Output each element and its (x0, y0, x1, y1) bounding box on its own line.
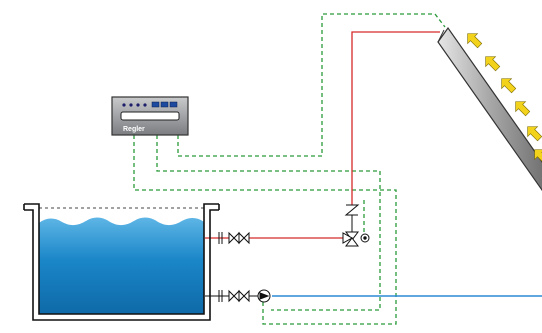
indicator-led (136, 103, 140, 107)
sun-rays (467, 33, 542, 165)
shutoff-valve (238, 289, 250, 303)
controller-indicators (122, 103, 147, 107)
shutoff-valve (238, 231, 250, 245)
indicator-led (129, 103, 133, 107)
valve-actuator (344, 204, 360, 216)
tank-water (39, 216, 204, 314)
sun-ray-arrow (467, 33, 483, 49)
hot-line-fittings (218, 231, 250, 245)
indicator-led (143, 103, 147, 107)
collector-inlet (437, 29, 445, 43)
storage-tank (23, 203, 220, 321)
valve-body-left (342, 232, 354, 244)
shutoff-valve (228, 289, 240, 303)
controller-unit: Regler (111, 96, 189, 136)
valve-body-bottom (345, 237, 359, 247)
controller-button (151, 101, 160, 108)
cold-line-fittings (205, 289, 271, 303)
collector-panel (437, 26, 542, 192)
tank-walls (24, 203, 219, 315)
three-way-valve (342, 204, 370, 247)
hot-supply-line (205, 31, 440, 239)
controller-display (120, 111, 180, 121)
solar-collector (437, 26, 542, 192)
controller-brand-label: Regler (123, 126, 145, 133)
indicator-led (122, 103, 126, 107)
sun-ray-arrow (515, 101, 531, 117)
controller-button (169, 101, 178, 108)
pump-control-wire (133, 135, 397, 325)
tank-sensor-wire (156, 135, 381, 311)
shutoff-valve (228, 231, 240, 245)
pipe-flange (218, 232, 223, 244)
collector-sensor-wire (177, 13, 446, 157)
sun-ray-arrow (485, 56, 501, 72)
pump-arrow-icon (259, 292, 270, 300)
controller-buttons (151, 101, 178, 108)
controller-button (160, 101, 169, 108)
sun-ray-arrow (527, 126, 542, 142)
tank-wave-line (38, 215, 205, 226)
control-wiring (133, 13, 446, 325)
sun-ray-arrow (501, 78, 517, 94)
